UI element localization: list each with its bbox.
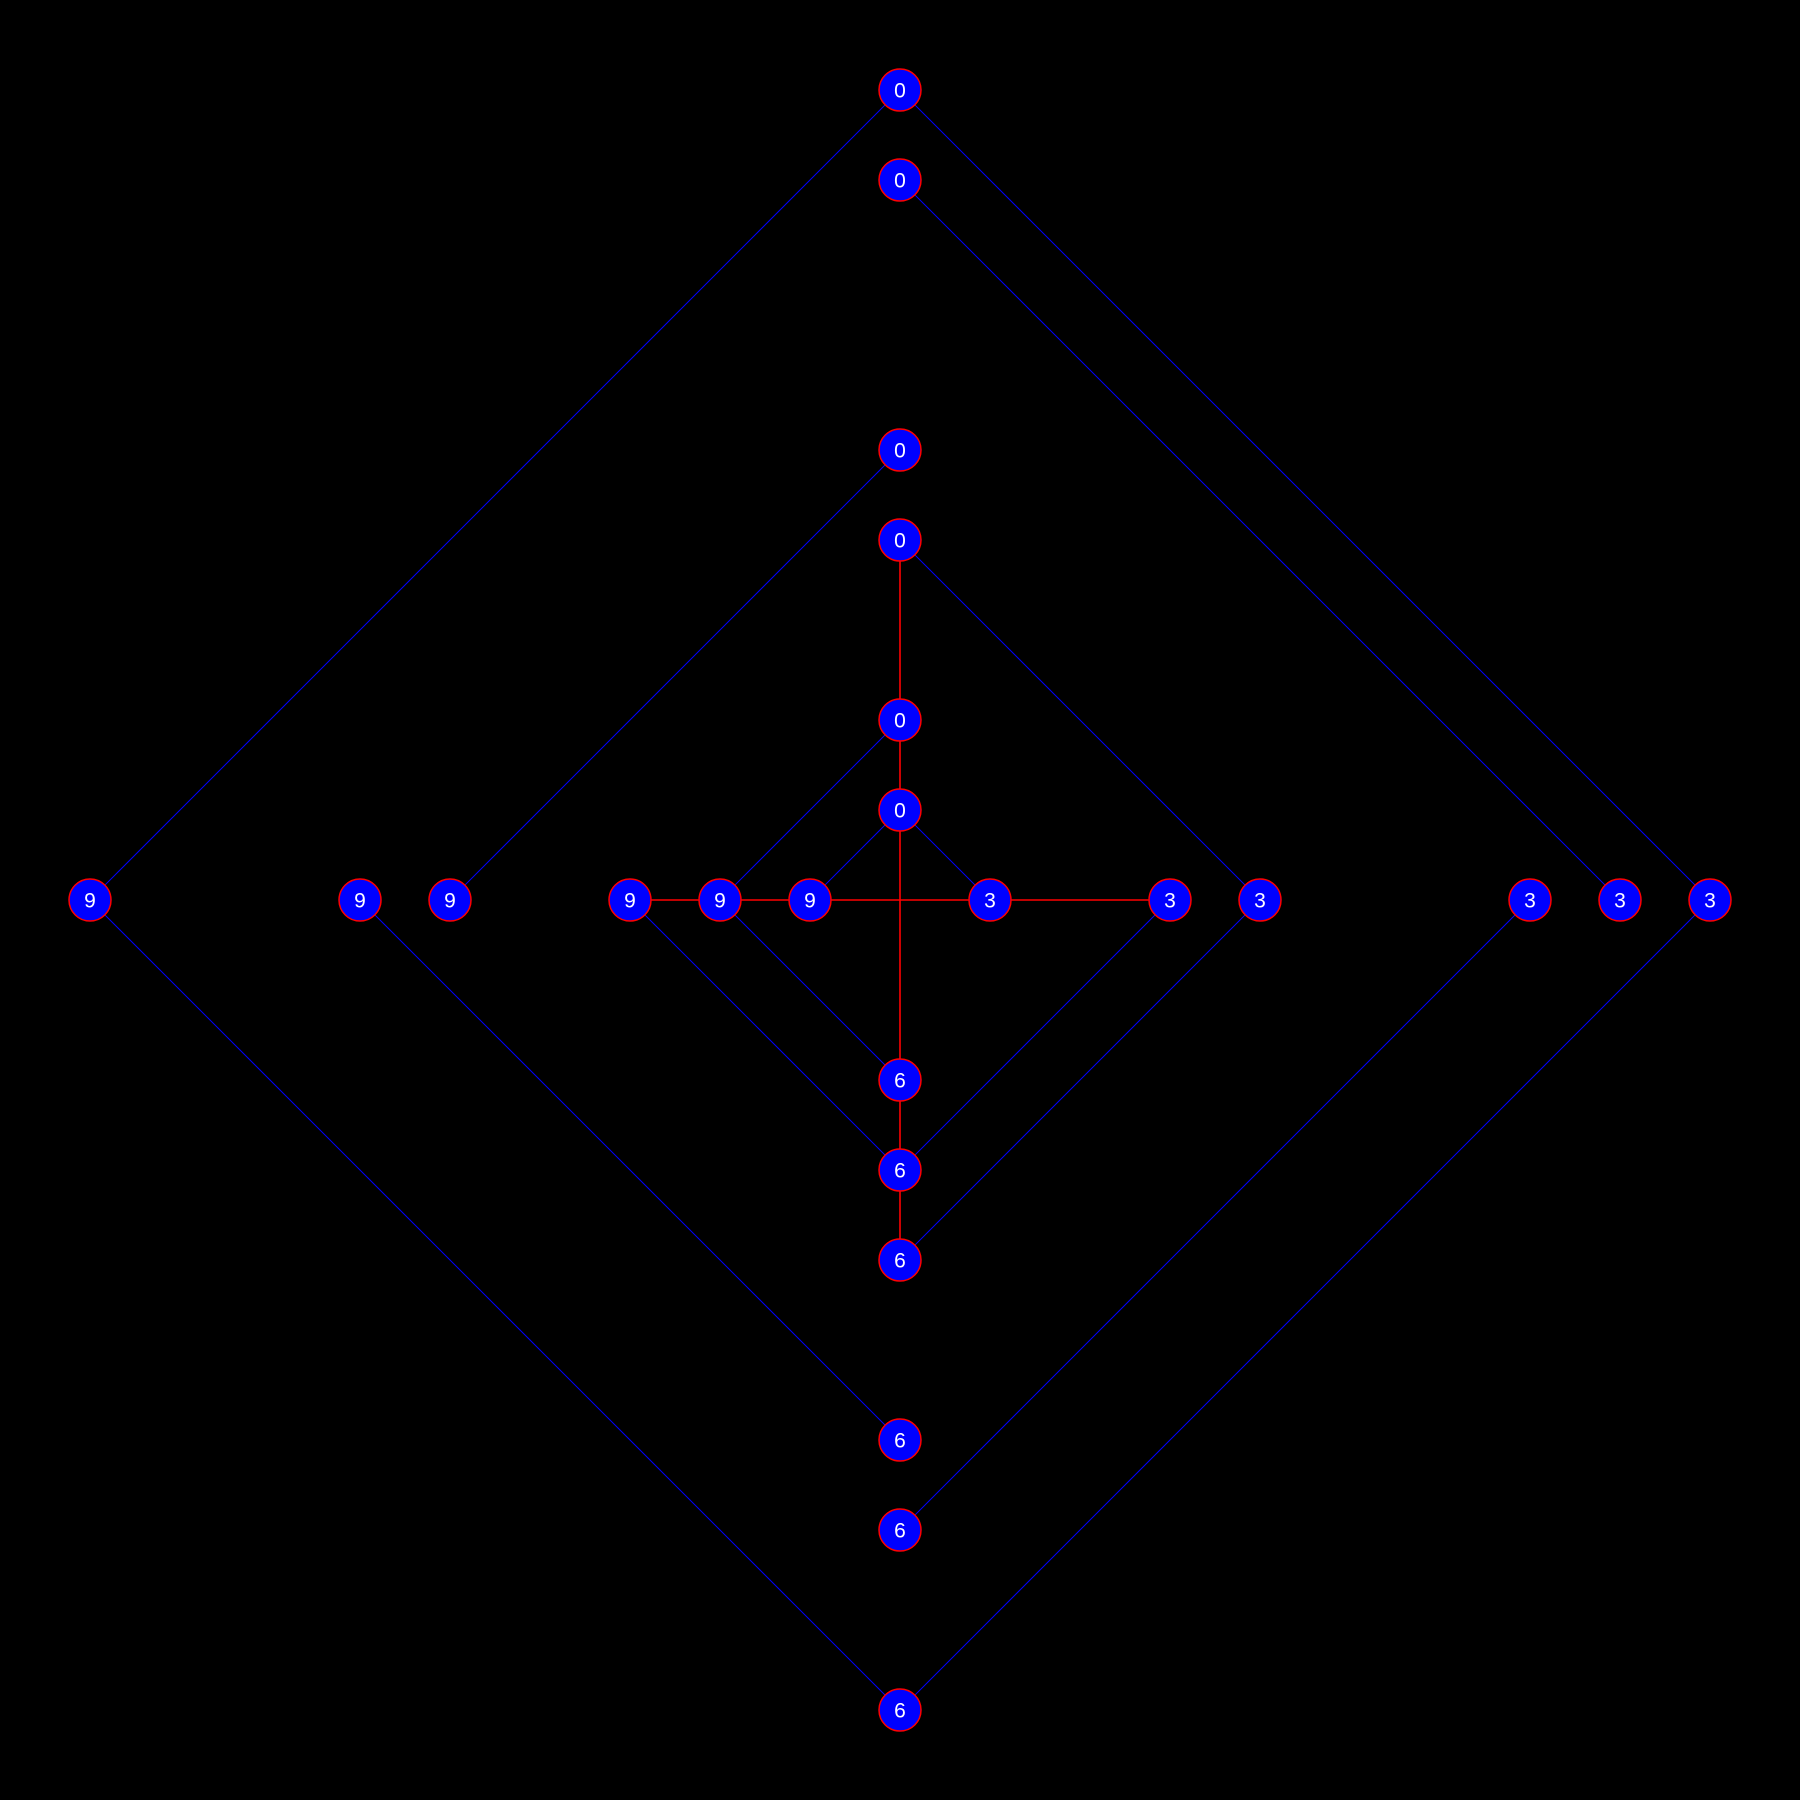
node-label: 9 [624, 890, 636, 913]
graph-node-n9_1: 9 [68, 878, 112, 922]
graph-node-n0_6: 0 [878, 788, 922, 832]
blue-edge-n9_5-n6_1 [719, 899, 901, 1081]
graph-node-n3_1: 3 [968, 878, 1012, 922]
blue-edge-n0_3-n9_3 [449, 449, 901, 901]
node-circle [878, 1508, 922, 1552]
node-label: 0 [894, 440, 906, 463]
graph-node-n6_3: 6 [878, 1238, 922, 1282]
graph-node-n3_3: 3 [1238, 878, 1282, 922]
node-label: 6 [894, 1430, 906, 1453]
node-circle [878, 1418, 922, 1462]
node-label: 9 [354, 890, 366, 913]
node-label: 6 [894, 1250, 906, 1273]
graph-node-n0_5: 0 [878, 698, 922, 742]
node-circle [788, 878, 832, 922]
blue-edge-n0_1-n9_1 [89, 89, 901, 901]
graph-node-n6_4: 6 [878, 1418, 922, 1462]
node-circle [68, 878, 112, 922]
node-circle [1148, 878, 1192, 922]
blue-edge-n0_4-n3_3 [899, 539, 1261, 901]
node-circle [1598, 878, 1642, 922]
blue-edge-n3_3-n6_3 [899, 899, 1261, 1261]
node-circle [878, 1148, 922, 1192]
node-label: 3 [1614, 890, 1626, 913]
node-label: 3 [1704, 890, 1716, 913]
graph-node-n3_5: 3 [1598, 878, 1642, 922]
graph-node-n9_2: 9 [338, 878, 382, 922]
node-circle [608, 878, 652, 922]
blue-edge-n3_4-n6_5 [899, 899, 1531, 1531]
node-circle [968, 878, 1012, 922]
graph-node-n6_1: 6 [878, 1058, 922, 1102]
graph-node-n9_6: 9 [788, 878, 832, 922]
blue-edge-n0_1-n3_6 [899, 89, 1711, 901]
node-circle [1508, 878, 1552, 922]
blue-edge-n9_1-n6_6 [89, 899, 901, 1711]
node-label: 9 [84, 890, 96, 913]
blue-edge-n9_2-n6_4 [359, 899, 901, 1441]
graph-node-n6_6: 6 [878, 1688, 922, 1732]
node-label: 0 [894, 800, 906, 823]
graph-node-n0_2: 0 [878, 158, 922, 202]
node-circle [878, 1058, 922, 1102]
edges-layer [89, 89, 1711, 1711]
node-label: 6 [894, 1070, 906, 1093]
graph-node-n3_6: 3 [1688, 878, 1732, 922]
node-circle [1688, 878, 1732, 922]
blue-edge-n0_5-n9_5 [719, 719, 901, 901]
graph-node-n3_4: 3 [1508, 878, 1552, 922]
node-label: 9 [804, 890, 816, 913]
node-label: 6 [894, 1520, 906, 1543]
graph-node-n3_2: 3 [1148, 878, 1192, 922]
blue-edge-n0_2-n3_5 [899, 179, 1621, 901]
nodes-layer: 0 0 0 0 0 0 9 9 9 9 9 9 3 3 3 3 3 3 6 6 6 6 6 6 [68, 68, 1732, 1732]
node-circle [878, 428, 922, 472]
node-circle [878, 1688, 922, 1732]
node-circle [878, 158, 922, 202]
node-label: 3 [1524, 890, 1536, 913]
graph-node-n9_5: 9 [698, 878, 742, 922]
node-circle [878, 68, 922, 112]
node-circle [878, 1238, 922, 1282]
blue-edge-n9_4-n6_2 [629, 899, 901, 1171]
node-circle [338, 878, 382, 922]
node-label: 6 [894, 1700, 906, 1723]
node-label: 0 [894, 710, 906, 733]
node-circle [878, 788, 922, 832]
blue-edge-n3_6-n6_6 [899, 899, 1711, 1711]
node-circle [698, 878, 742, 922]
graph-node-n0_4: 0 [878, 518, 922, 562]
node-label: 9 [714, 890, 726, 913]
node-label: 3 [984, 890, 996, 913]
node-label: 0 [894, 170, 906, 193]
graph-node-n0_3: 0 [878, 428, 922, 472]
node-label: 9 [444, 890, 456, 913]
node-label: 0 [894, 80, 906, 103]
graph-node-n6_5: 6 [878, 1508, 922, 1552]
node-circle [878, 698, 922, 742]
node-circle [428, 878, 472, 922]
node-label: 3 [1164, 890, 1176, 913]
graph-node-n9_3: 9 [428, 878, 472, 922]
graph-node-n9_4: 9 [608, 878, 652, 922]
node-label: 3 [1254, 890, 1266, 913]
node-label: 0 [894, 530, 906, 553]
graph-node-n0_1: 0 [878, 68, 922, 112]
node-circle [878, 518, 922, 562]
node-label: 6 [894, 1160, 906, 1183]
graph-node-n6_2: 6 [878, 1148, 922, 1192]
node-circle [1238, 878, 1282, 922]
blue-edge-n3_2-n6_2 [899, 899, 1171, 1171]
